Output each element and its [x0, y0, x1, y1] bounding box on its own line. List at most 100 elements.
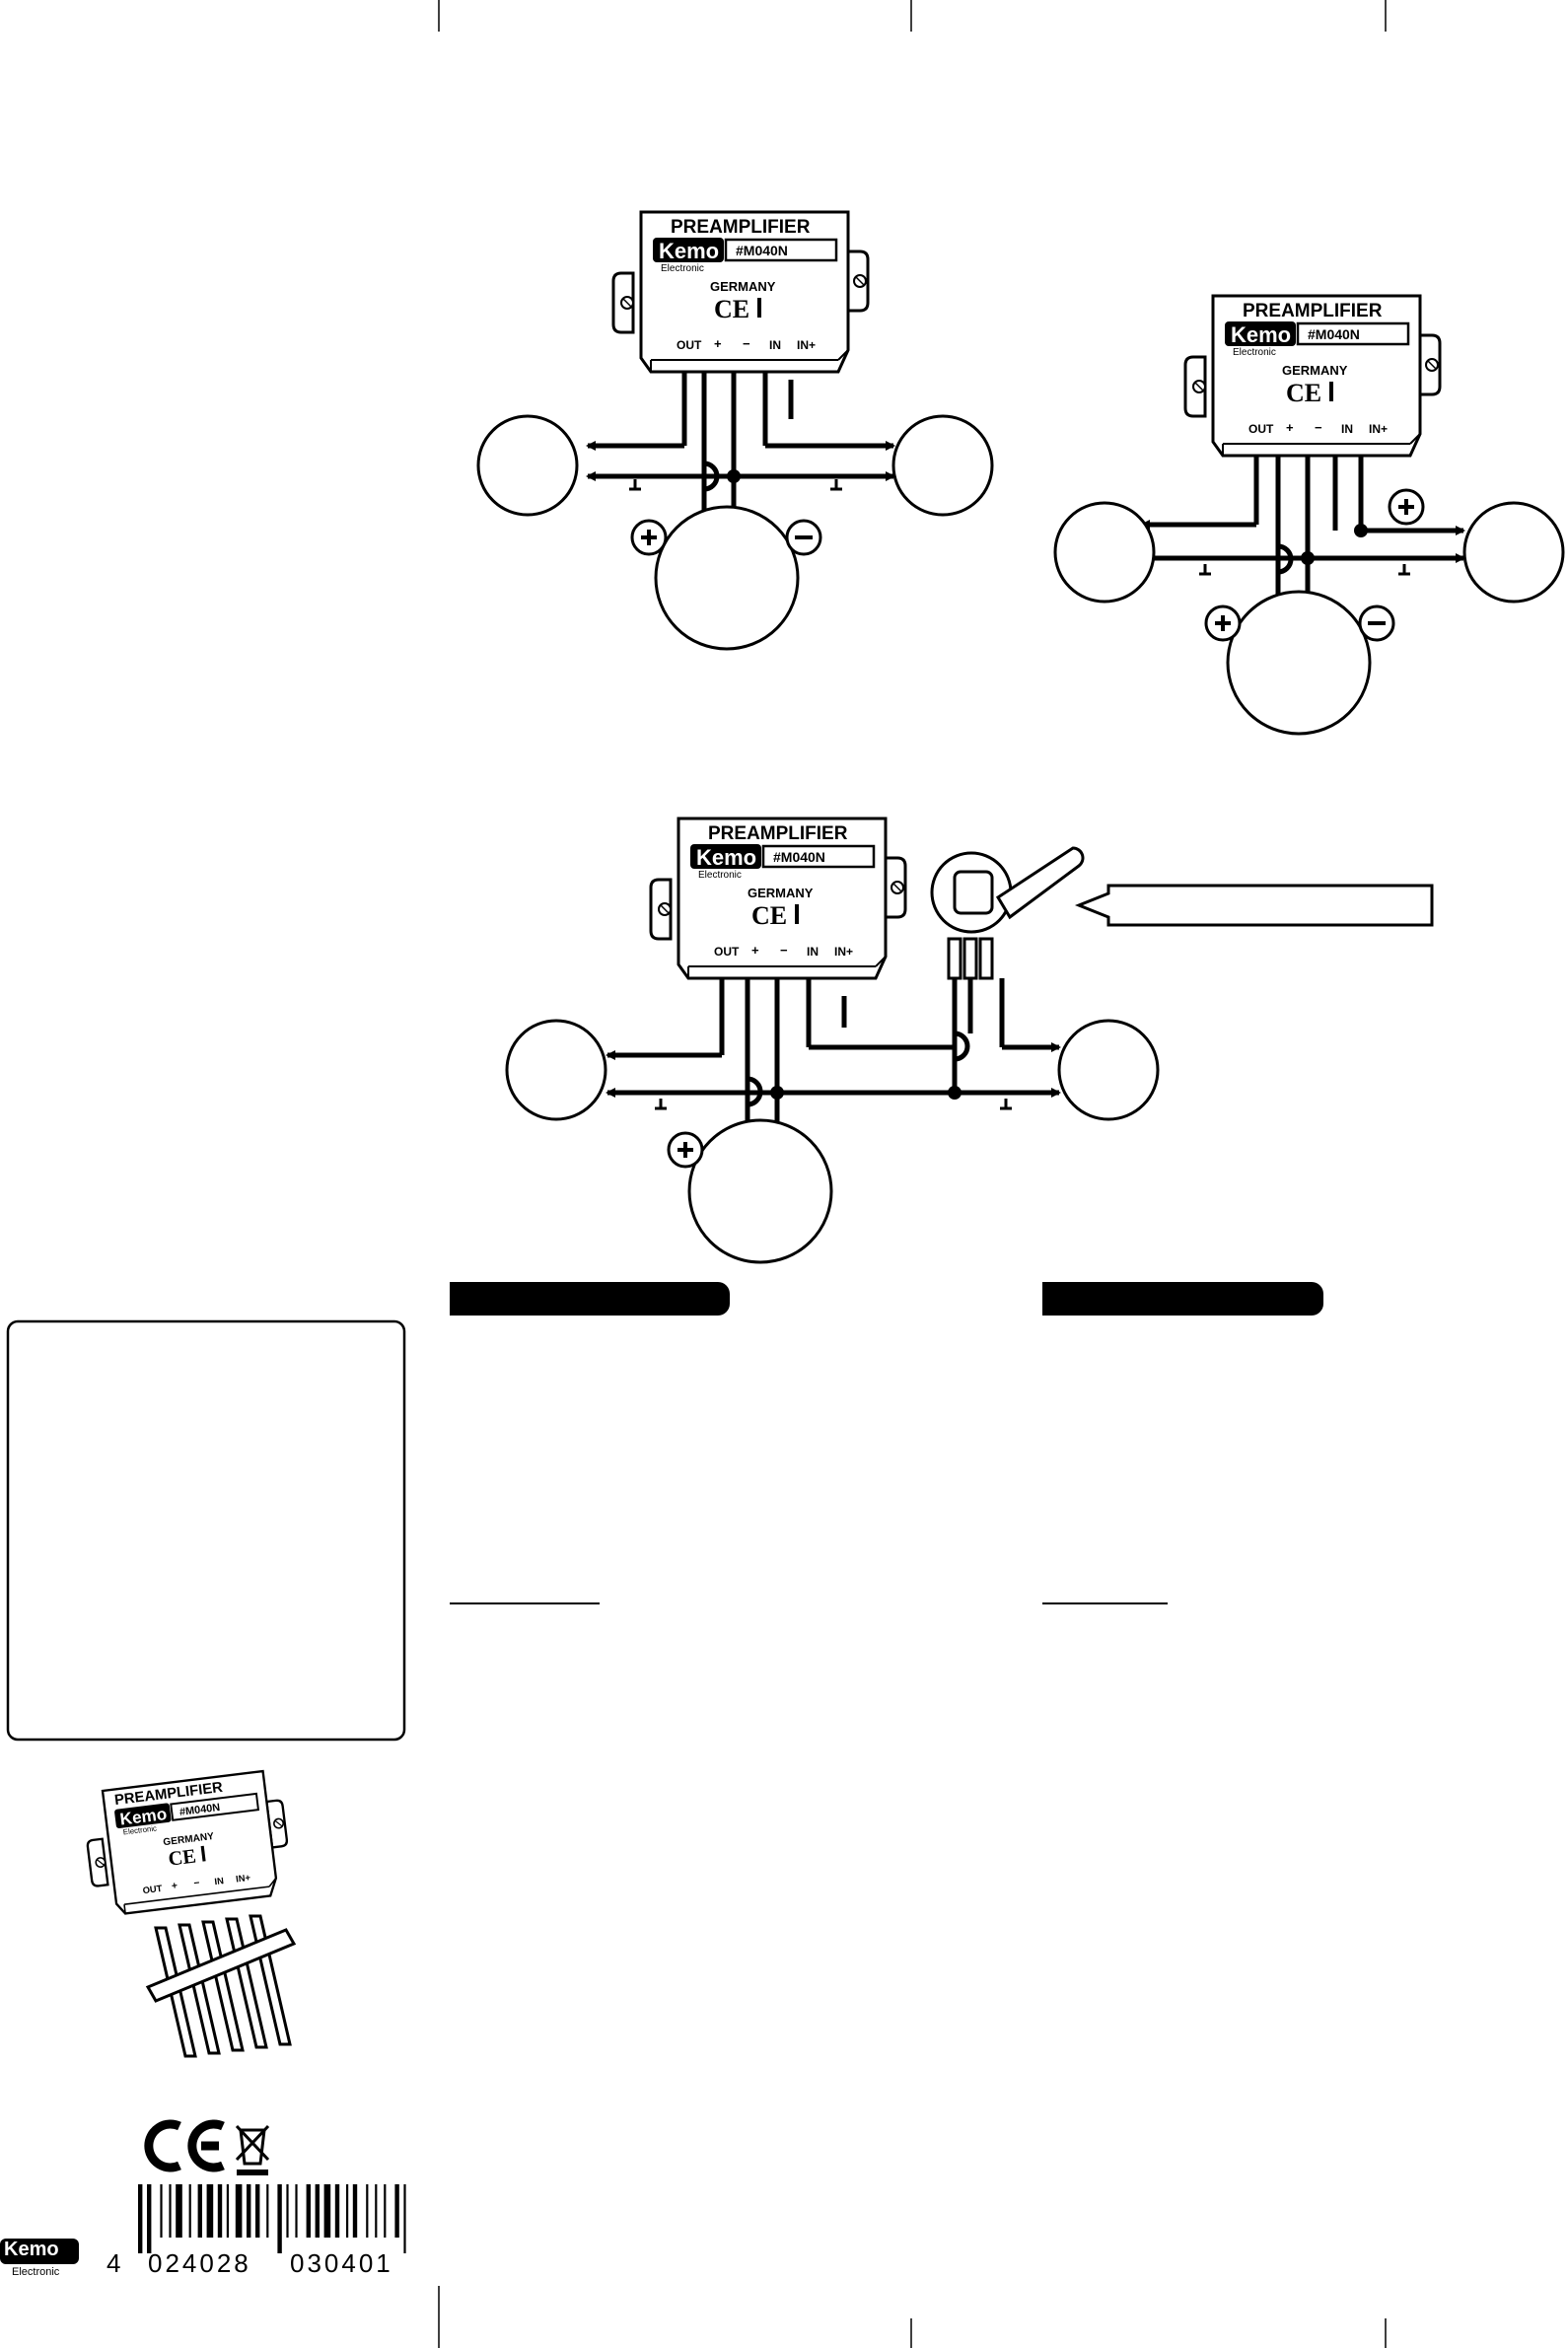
kemo-logo-footer: [0, 2239, 79, 2264]
pin-label-minus: −: [743, 336, 750, 351]
pin-label-plus: +: [171, 1879, 178, 1892]
barcode-bar: [315, 2184, 320, 2238]
barcode-bar: [286, 2184, 289, 2238]
barcode-bar: [384, 2184, 387, 2238]
barcode-bar: [255, 2184, 260, 2238]
crop-marks: [438, 0, 1387, 2348]
barcode-bar: [403, 2184, 406, 2253]
pin-label-in-plus: IN+: [1369, 422, 1389, 436]
pin-label-in-plus: IN+: [235, 1872, 251, 1885]
origin-label: GERMANY: [748, 886, 814, 900]
model-number: #M040N: [736, 243, 788, 258]
barcode-bar: [147, 2184, 152, 2253]
ce-label: CE: [167, 1844, 197, 1871]
speaker-left-3: [505, 1019, 607, 1121]
module-2-labels: PREAMPLIFIER Kemo #M040N Electronic GERM…: [1213, 296, 1420, 456]
barcode-right-digits: 030401: [290, 2248, 393, 2278]
pin-label-minus: −: [780, 943, 788, 958]
pin-label-in: IN: [213, 1875, 225, 1887]
pin-label-plus: +: [714, 336, 722, 351]
barcode-bar: [206, 2184, 214, 2238]
barcode-bar: [169, 2184, 172, 2238]
pin-label-in-plus: IN+: [834, 945, 854, 959]
section-header-bar-left: [450, 1282, 730, 1316]
barcode-bar: [306, 2184, 311, 2238]
barcode-bar: [138, 2184, 143, 2253]
pin-label-plus: +: [1286, 420, 1294, 435]
potentiometer: [930, 846, 1085, 980]
barcode-bar: [394, 2184, 399, 2238]
power-supply-1: [654, 505, 800, 651]
section-header-bar-right: [1042, 1282, 1323, 1316]
compliance-marks: [144, 2119, 270, 2175]
callout-box: [1074, 884, 1434, 927]
origin-label: GERMANY: [710, 279, 776, 294]
power-supply-2: [1226, 590, 1372, 736]
weee-bin-icon: [235, 2124, 270, 2166]
barcode: [138, 2184, 406, 2253]
module-title: PREAMPLIFIER: [1243, 301, 1383, 321]
brand-logo: Kemo: [696, 845, 757, 870]
barcode-bar: [235, 2184, 243, 2238]
pin-label-in: IN: [1341, 422, 1353, 436]
module-title: PREAMPLIFIER: [671, 217, 811, 238]
barcode-bar: [160, 2184, 163, 2238]
pin-label-out: OUT: [142, 1883, 163, 1896]
pin-label-plus: +: [751, 943, 759, 958]
pin-label-in: IN: [807, 945, 819, 959]
speaker-right-3: [1057, 1019, 1160, 1121]
speaker-left-1: [476, 414, 579, 517]
model-number: #M040N: [773, 849, 825, 865]
barcode-bar: [197, 2184, 202, 2238]
brand-subtitle: Electronic: [661, 263, 704, 274]
speaker-left-2: [1053, 501, 1156, 604]
pin-label-out: OUT: [714, 945, 740, 959]
pin-label-in-plus: IN+: [797, 338, 817, 352]
barcode-bar: [295, 2184, 298, 2238]
pin-label-out: OUT: [677, 338, 702, 352]
info-box: [6, 1319, 406, 1742]
ce-c-icon: [144, 2119, 181, 2172]
ce-label: CE: [1286, 379, 1322, 407]
barcode-bar: [247, 2184, 251, 2238]
speaker-right-1: [891, 414, 994, 517]
barcode-bar: [217, 2184, 223, 2238]
barcode-bar: [375, 2184, 378, 2238]
barcode-bar: [366, 2184, 369, 2238]
wiring-diagram-1: [476, 210, 994, 651]
wiring-diagram-2: [1053, 294, 1565, 736]
product-thumbnail: [80, 1767, 297, 2058]
barcode-bar: [346, 2184, 349, 2238]
barcode-bar: [277, 2184, 282, 2253]
brand-logo: Kemo: [1231, 322, 1292, 347]
model-number: #M040N: [178, 1800, 221, 1818]
barcode-bar: [176, 2184, 182, 2238]
speaker-right-2: [1462, 501, 1565, 604]
brand-logo: Kemo: [659, 239, 720, 263]
barcode-left-digits: 024028: [148, 2248, 251, 2278]
barcode-bar: [352, 2184, 358, 2238]
barcode-bar: [226, 2184, 229, 2238]
module-title: PREAMPLIFIER: [708, 823, 848, 844]
thumbnail-labels: PREAMPLIFIER Kemo #M040N Electronic GERM…: [103, 1771, 278, 1914]
module-3-labels: PREAMPLIFIER Kemo #M040N Electronic GERM…: [678, 818, 886, 978]
pin-label-minus: −: [192, 1877, 201, 1889]
footer-brand-subtitle: Electronic: [12, 2266, 60, 2278]
power-supply-3: [687, 1118, 833, 1264]
barcode-lead-digit: 4: [107, 2248, 121, 2278]
model-number: #M040N: [1308, 326, 1360, 342]
module-1-labels: PREAMPLIFIER Kemo #M040N Electronic GERM…: [641, 212, 848, 372]
brand-subtitle: Electronic: [698, 870, 742, 881]
section-bars: [6, 1282, 1323, 1742]
wiring-diagram-3: [505, 817, 1434, 1264]
footer-brand-logo: Kemo: [4, 2239, 59, 2260]
barcode-bar: [334, 2184, 340, 2238]
barcode-bar: [266, 2184, 269, 2238]
pin-label-out: OUT: [1248, 422, 1274, 436]
barcode-bar: [188, 2184, 191, 2238]
pin-label-minus: −: [1315, 420, 1322, 435]
origin-label: GERMANY: [1282, 363, 1348, 378]
ce-label: CE: [714, 295, 750, 323]
pin-label-in: IN: [769, 338, 781, 352]
